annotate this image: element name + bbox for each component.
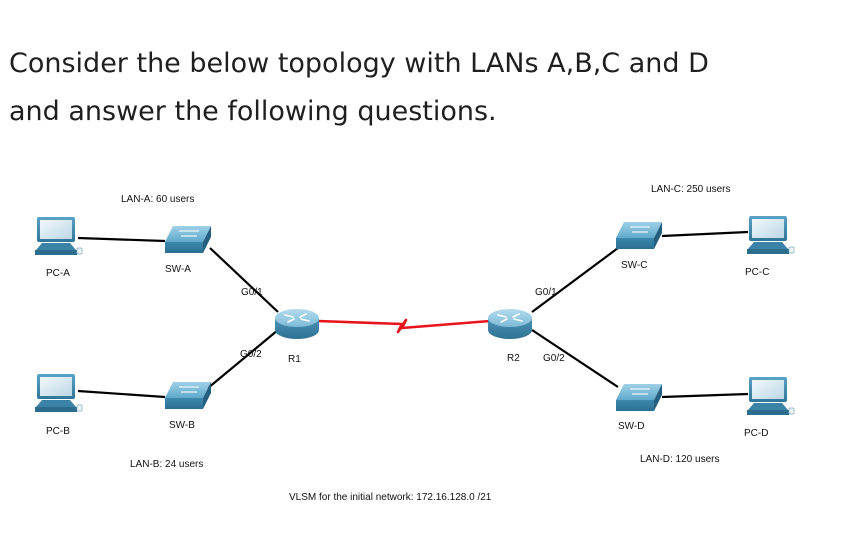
- pc-d-icon: [747, 377, 795, 415]
- r1-g01-label: G0/1: [241, 287, 263, 298]
- pc-a-icon: [35, 217, 83, 255]
- switch-a-icon: [165, 226, 211, 253]
- link-pc-b-sw-b: [77, 389, 166, 399]
- r2-g01-label: G0/1: [535, 287, 557, 298]
- link-sw-b-r1: [207, 329, 279, 389]
- r1-g02-label: G0/2: [240, 349, 262, 360]
- lan-a-label: LAN-A: 60 users: [121, 194, 194, 205]
- question-line-1: Consider the below topology with LANs A,…: [9, 48, 709, 79]
- link-sw-c-pc-c: [661, 230, 749, 238]
- link-sw-c-r2: [531, 247, 619, 313]
- pc-b-icon: [35, 374, 83, 412]
- switch-b-label: SW-B: [169, 420, 195, 431]
- vlsm-note: VLSM for the initial network: 172.16.128…: [289, 492, 492, 503]
- router-r1-icon: [275, 309, 319, 339]
- pc-c-label: PC-C: [745, 267, 769, 278]
- question-text: Consider the below topology with LANs A,…: [9, 40, 839, 136]
- serial-link-r1-r2: [317, 318, 491, 334]
- lan-b-label: LAN-B: 24 users: [130, 459, 203, 470]
- link-sw-d-r2: [531, 329, 619, 388]
- link-sw-d-pc-d: [661, 392, 749, 399]
- link-pc-a-sw-a: [77, 236, 166, 243]
- link-sw-a-r1: [209, 247, 279, 313]
- switch-d-label: SW-D: [618, 421, 644, 432]
- pc-b-label: PC-B: [46, 426, 70, 437]
- switch-d-icon: [616, 384, 662, 411]
- switch-b-icon: [165, 382, 211, 409]
- lan-d-label: LAN-D: 120 users: [640, 454, 719, 465]
- pc-d-label: PC-D: [744, 428, 768, 439]
- question-line-2: and answer the following questions.: [9, 96, 497, 127]
- switch-a-label: SW-A: [165, 264, 191, 275]
- ethernet-links: [77, 230, 749, 399]
- pc-a-label: PC-A: [46, 268, 70, 279]
- lan-c-label: LAN-C: 250 users: [651, 184, 730, 195]
- r1-label: R1: [288, 354, 301, 365]
- switch-c-icon: [616, 222, 662, 249]
- pc-c-icon: [747, 216, 795, 254]
- r2-g02-label: G0/2: [543, 353, 565, 364]
- r2-label: R2: [507, 353, 520, 364]
- switch-c-label: SW-C: [621, 260, 647, 271]
- router-r2-icon: [488, 309, 532, 339]
